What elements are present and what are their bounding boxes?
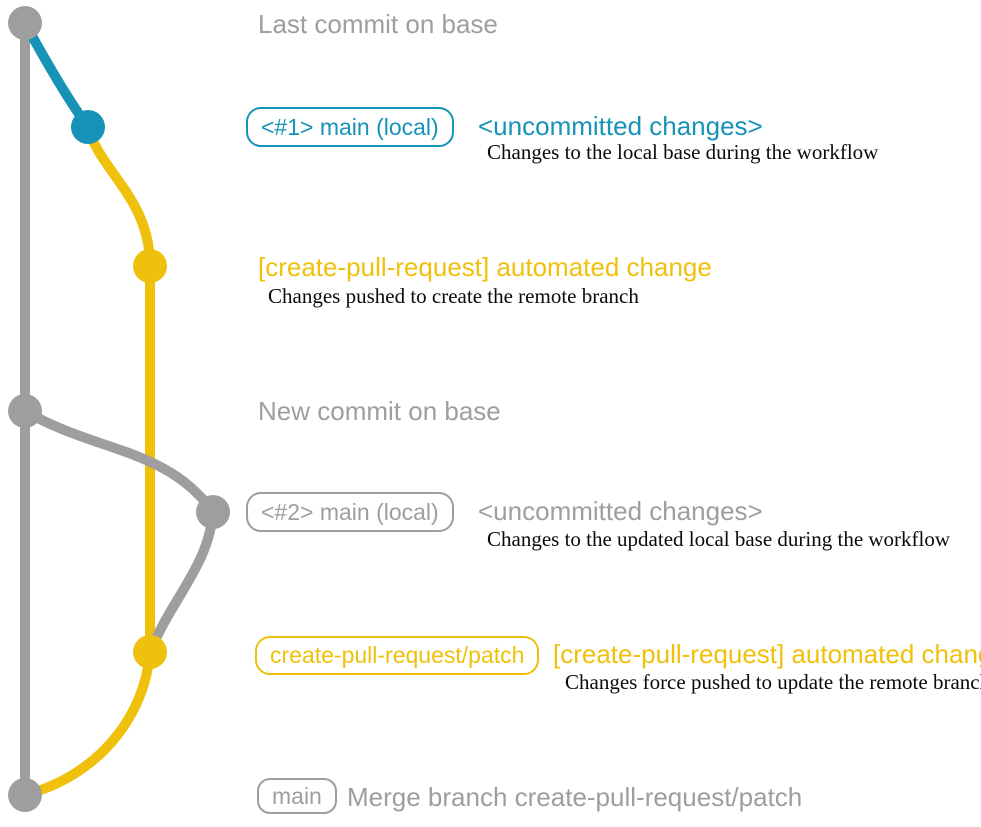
- rebased-main-branch-line-in: [145, 507, 218, 657]
- pr-branch-line: [83, 122, 155, 657]
- commit-title-uncommitted-changes-1: <uncommitted changes>: [478, 111, 763, 141]
- commit-description-uncommitted-changes-2: Changes to the updated local base during…: [487, 527, 951, 551]
- branch-badge-main: main: [257, 778, 337, 814]
- commit-description-automated-change-1: Changes pushed to create the remote bran…: [268, 284, 639, 308]
- commit-description-uncommitted-changes-1: Changes to the local base during the wor…: [487, 140, 879, 164]
- commit-title-last-commit-on-base: Last commit on base: [258, 9, 498, 39]
- pr-merge-line: [20, 647, 155, 800]
- commit-title-automated-change-2: [create-pull-request] automated change: [553, 639, 981, 669]
- commit-dot-merge-commit: [8, 778, 42, 812]
- commit-dot-last-commit-on-base: [8, 6, 42, 40]
- branch-badge-main-local-1: <#1> main (local): [246, 107, 454, 147]
- commit-dot-uncommitted-changes-1: [71, 110, 105, 144]
- git-graph: [8, 6, 230, 812]
- commit-description-automated-change-2: Changes force pushed to update the remot…: [565, 670, 981, 694]
- commit-title-automated-change-1: [create-pull-request] automated change: [258, 252, 712, 282]
- commit-title-uncommitted-changes-2: <uncommitted changes>: [478, 496, 763, 526]
- commit-title-new-commit-on-base: New commit on base: [258, 396, 501, 426]
- local-main-branch-line: [20, 18, 93, 132]
- branch-badge-create-pull-request-patch: create-pull-request/patch: [255, 636, 540, 675]
- commit-title-merge-commit: Merge branch create-pull-request/patch: [347, 782, 803, 812]
- commit-dot-automated-change-1: [133, 249, 167, 283]
- rebased-main-branch-line-out: [20, 406, 218, 517]
- commit-dot-uncommitted-changes-2: [196, 495, 230, 529]
- commit-dot-automated-change-2: [133, 635, 167, 669]
- branch-badge-main-local-2: <#2> main (local): [246, 492, 454, 532]
- commit-dot-new-commit-on-base: [8, 394, 42, 428]
